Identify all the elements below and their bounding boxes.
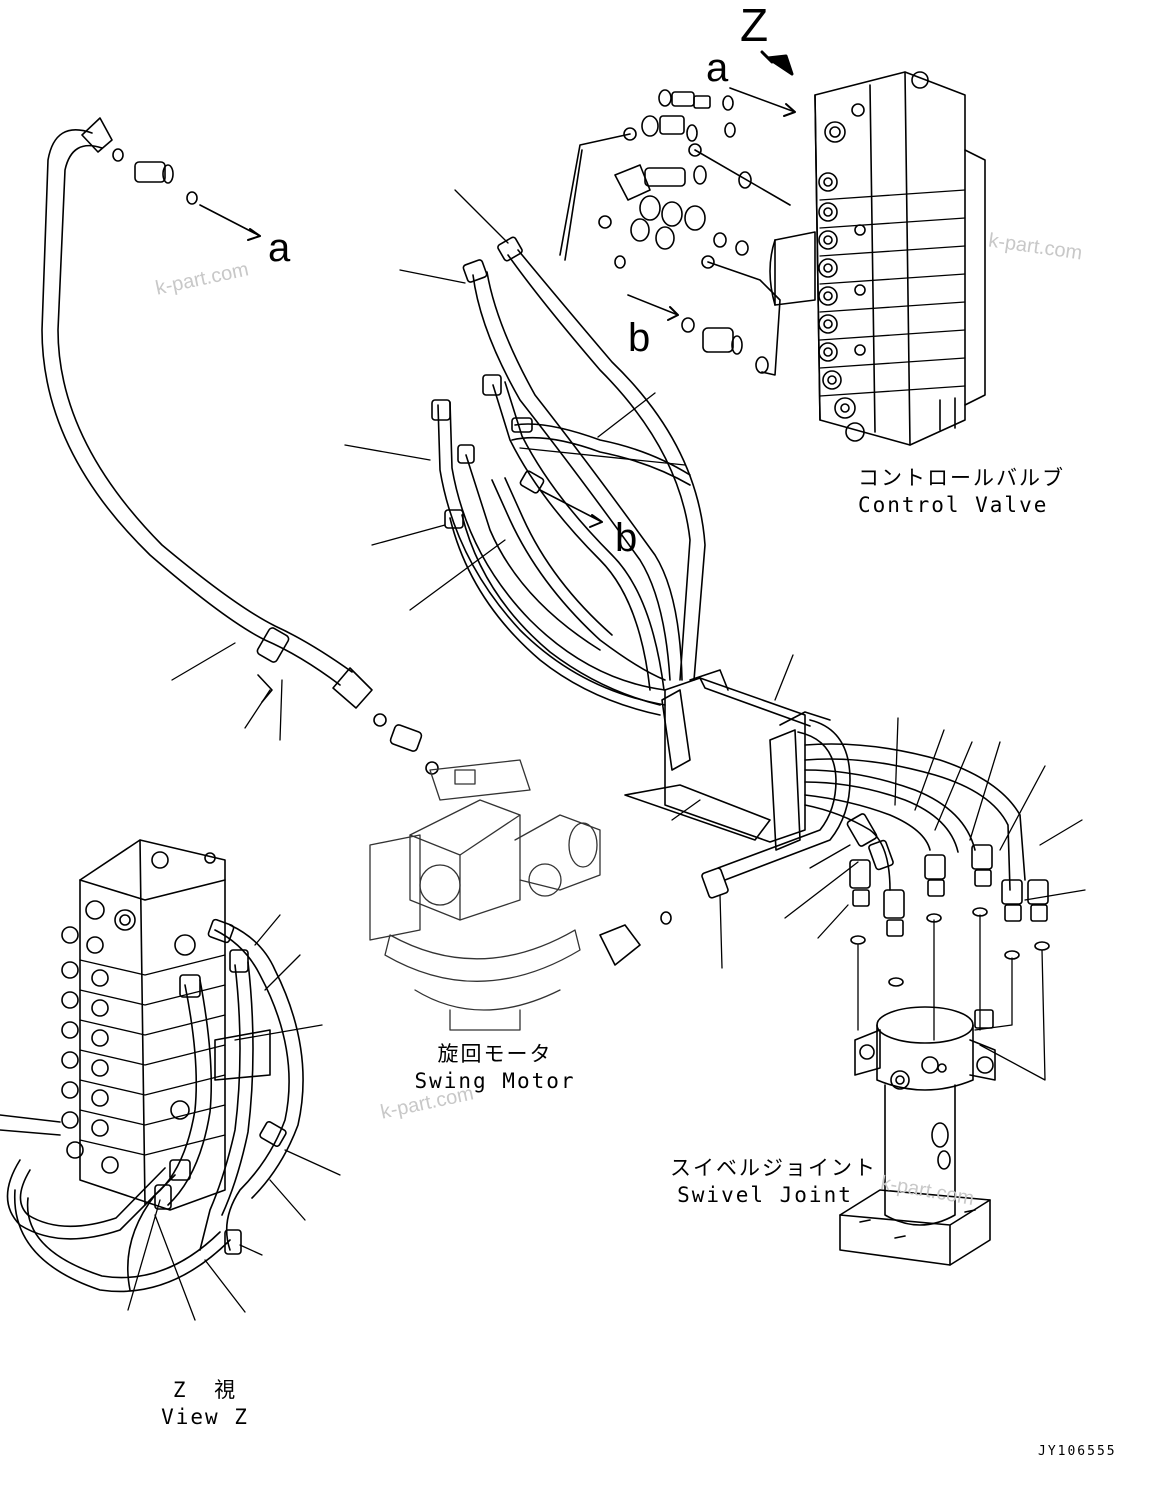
callout-a-left: a <box>268 226 291 270</box>
view-z-arrow <box>760 50 794 76</box>
hose-clamp <box>624 669 831 851</box>
a-leader-left <box>199 204 261 237</box>
swivel-joint-label-en: Swivel Joint <box>677 1183 853 1207</box>
control-valve-label-jp: コントロールバルブ <box>858 466 1065 490</box>
swing-motor-label: 旋回モータ Swing Motor <box>410 1044 580 1092</box>
swing-motor-label-en: Swing Motor <box>414 1069 576 1093</box>
view-z-label-en: View Z <box>161 1405 249 1429</box>
callout-b-lower: b <box>615 516 638 560</box>
callout-a-top: a <box>706 46 729 90</box>
swivel-joint-label-jp: スイベルジョイント <box>670 1156 877 1180</box>
hose-bundle <box>431 236 706 716</box>
view-z-leaders <box>127 914 341 1321</box>
view-z-marker: Z <box>740 0 769 51</box>
b-leader-lower <box>539 489 603 523</box>
swing-motor-drawing <box>369 759 601 1031</box>
b-leader-upper <box>627 294 679 316</box>
drawing-code: JY106555 <box>1038 1444 1117 1459</box>
swing-motor-hose <box>41 117 373 709</box>
view-z-label: Z 視 View Z <box>140 1380 270 1428</box>
control-valve-drawing <box>769 71 986 446</box>
swing-motor-label-jp: 旋回モータ <box>437 1042 553 1066</box>
fittings-cluster <box>559 89 791 376</box>
control-valve-label: コントロールバルブ Control Valve <box>858 466 1065 517</box>
callout-b-upper: b <box>628 316 651 360</box>
swivel-hoses <box>599 719 1050 987</box>
swivel-joint-label: スイベルジョイント Swivel Joint <box>670 1156 877 1207</box>
a-leader-top <box>729 87 796 113</box>
control-valve-label-en: Control Valve <box>858 493 1049 517</box>
part-leader-lines <box>171 189 1086 1081</box>
swivel-joint-drawing <box>839 1006 996 1266</box>
view-z-drawing <box>0 839 304 1293</box>
view-z-label-jp: Z 視 <box>172 1378 238 1402</box>
